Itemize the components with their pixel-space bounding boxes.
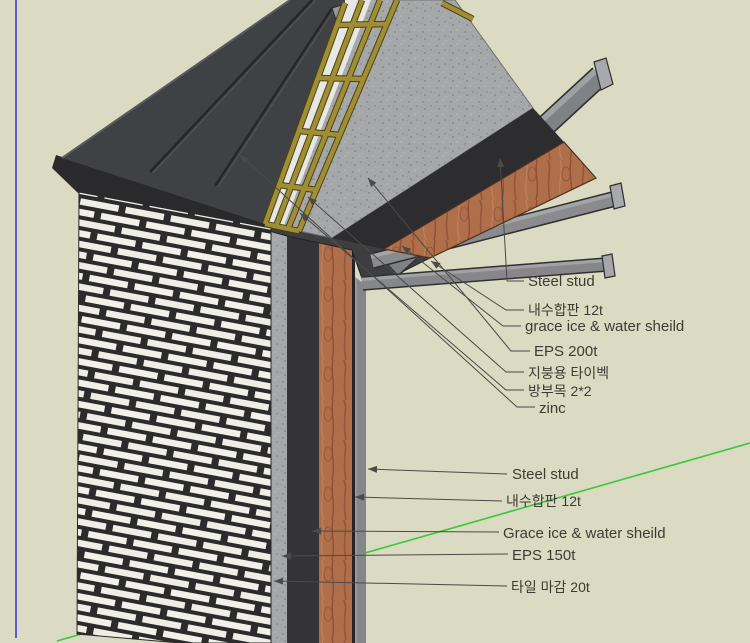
wall-steel-stud-layer[interactable] bbox=[355, 277, 366, 643]
label-roof-tyvek[interactable]: 지붕용 타이벡 bbox=[528, 365, 609, 381]
wall-section-layers[interactable] bbox=[269, 229, 366, 643]
leader-wall-tile bbox=[273, 577, 508, 587]
zinc-surface[interactable] bbox=[62, 0, 347, 224]
lower-purlin-endcap bbox=[601, 253, 616, 279]
roof-batten-grid[interactable] bbox=[261, 0, 475, 235]
wall-eps-layer[interactable] bbox=[269, 229, 287, 643]
roof-membrane-band[interactable] bbox=[332, 108, 564, 249]
zinc-roof[interactable] bbox=[52, 0, 357, 232]
wall-plywood-layer[interactable] bbox=[319, 241, 352, 643]
label-roof-grace[interactable]: grace ice & water sheild bbox=[525, 318, 684, 335]
rafter-endcap bbox=[593, 57, 614, 91]
label-wall-grace[interactable]: Grace ice & water sheild bbox=[503, 525, 666, 542]
label-roof-batten[interactable]: 방부목 2*2 bbox=[528, 383, 592, 399]
brick-wall-face[interactable] bbox=[76, 191, 272, 643]
leader-lines bbox=[239, 154, 535, 587]
lower-purlin-beam[interactable] bbox=[361, 253, 616, 291]
leader-wall-steel-stud bbox=[367, 465, 508, 475]
label-wall-tile[interactable]: 타일 마감 20t bbox=[511, 579, 590, 595]
leader-wall-plywood bbox=[354, 493, 503, 502]
leader-roof-tyvek bbox=[307, 196, 524, 373]
leader-roof-grace bbox=[401, 245, 521, 327]
label-wall-eps150[interactable]: EPS 150t bbox=[512, 547, 576, 564]
label-roof-zinc[interactable]: zinc bbox=[539, 400, 566, 417]
wall-membrane-layer[interactable] bbox=[287, 233, 319, 643]
batten-wood-lines[interactable] bbox=[262, 0, 475, 234]
wall-gap-line bbox=[352, 246, 355, 643]
label-wall-steel-stud[interactable]: Steel stud bbox=[512, 466, 579, 483]
label-roof-eps200[interactable]: EPS 200t bbox=[534, 343, 598, 360]
eave-fascia bbox=[52, 155, 271, 232]
leader-roof-plywood bbox=[430, 260, 524, 311]
roof-plywood-band[interactable] bbox=[382, 141, 597, 259]
zinc-seams bbox=[149, 0, 334, 187]
upper-purlin-endcap bbox=[609, 182, 626, 210]
leader-wall-grace bbox=[311, 527, 500, 535]
label-wall-plywood[interactable]: 내수합판 12t bbox=[506, 493, 581, 509]
zinc-seam-highlights bbox=[152, 0, 336, 188]
leader-roof-eps200 bbox=[367, 177, 530, 352]
label-roof-plywood[interactable]: 내수합판 12t bbox=[528, 302, 603, 318]
annotation-labels: Steel stud 내수합판 12t grace ice & water sh… bbox=[503, 273, 684, 595]
leader-roof-steel-stud bbox=[497, 157, 524, 282]
roof-layer-bands[interactable] bbox=[298, 0, 597, 259]
leader-wall-eps150 bbox=[281, 552, 509, 560]
leader-roof-zinc bbox=[239, 154, 535, 408]
zinc-edge-rim bbox=[61, 0, 291, 159]
label-roof-steel-stud[interactable]: Steel stud bbox=[528, 273, 595, 290]
